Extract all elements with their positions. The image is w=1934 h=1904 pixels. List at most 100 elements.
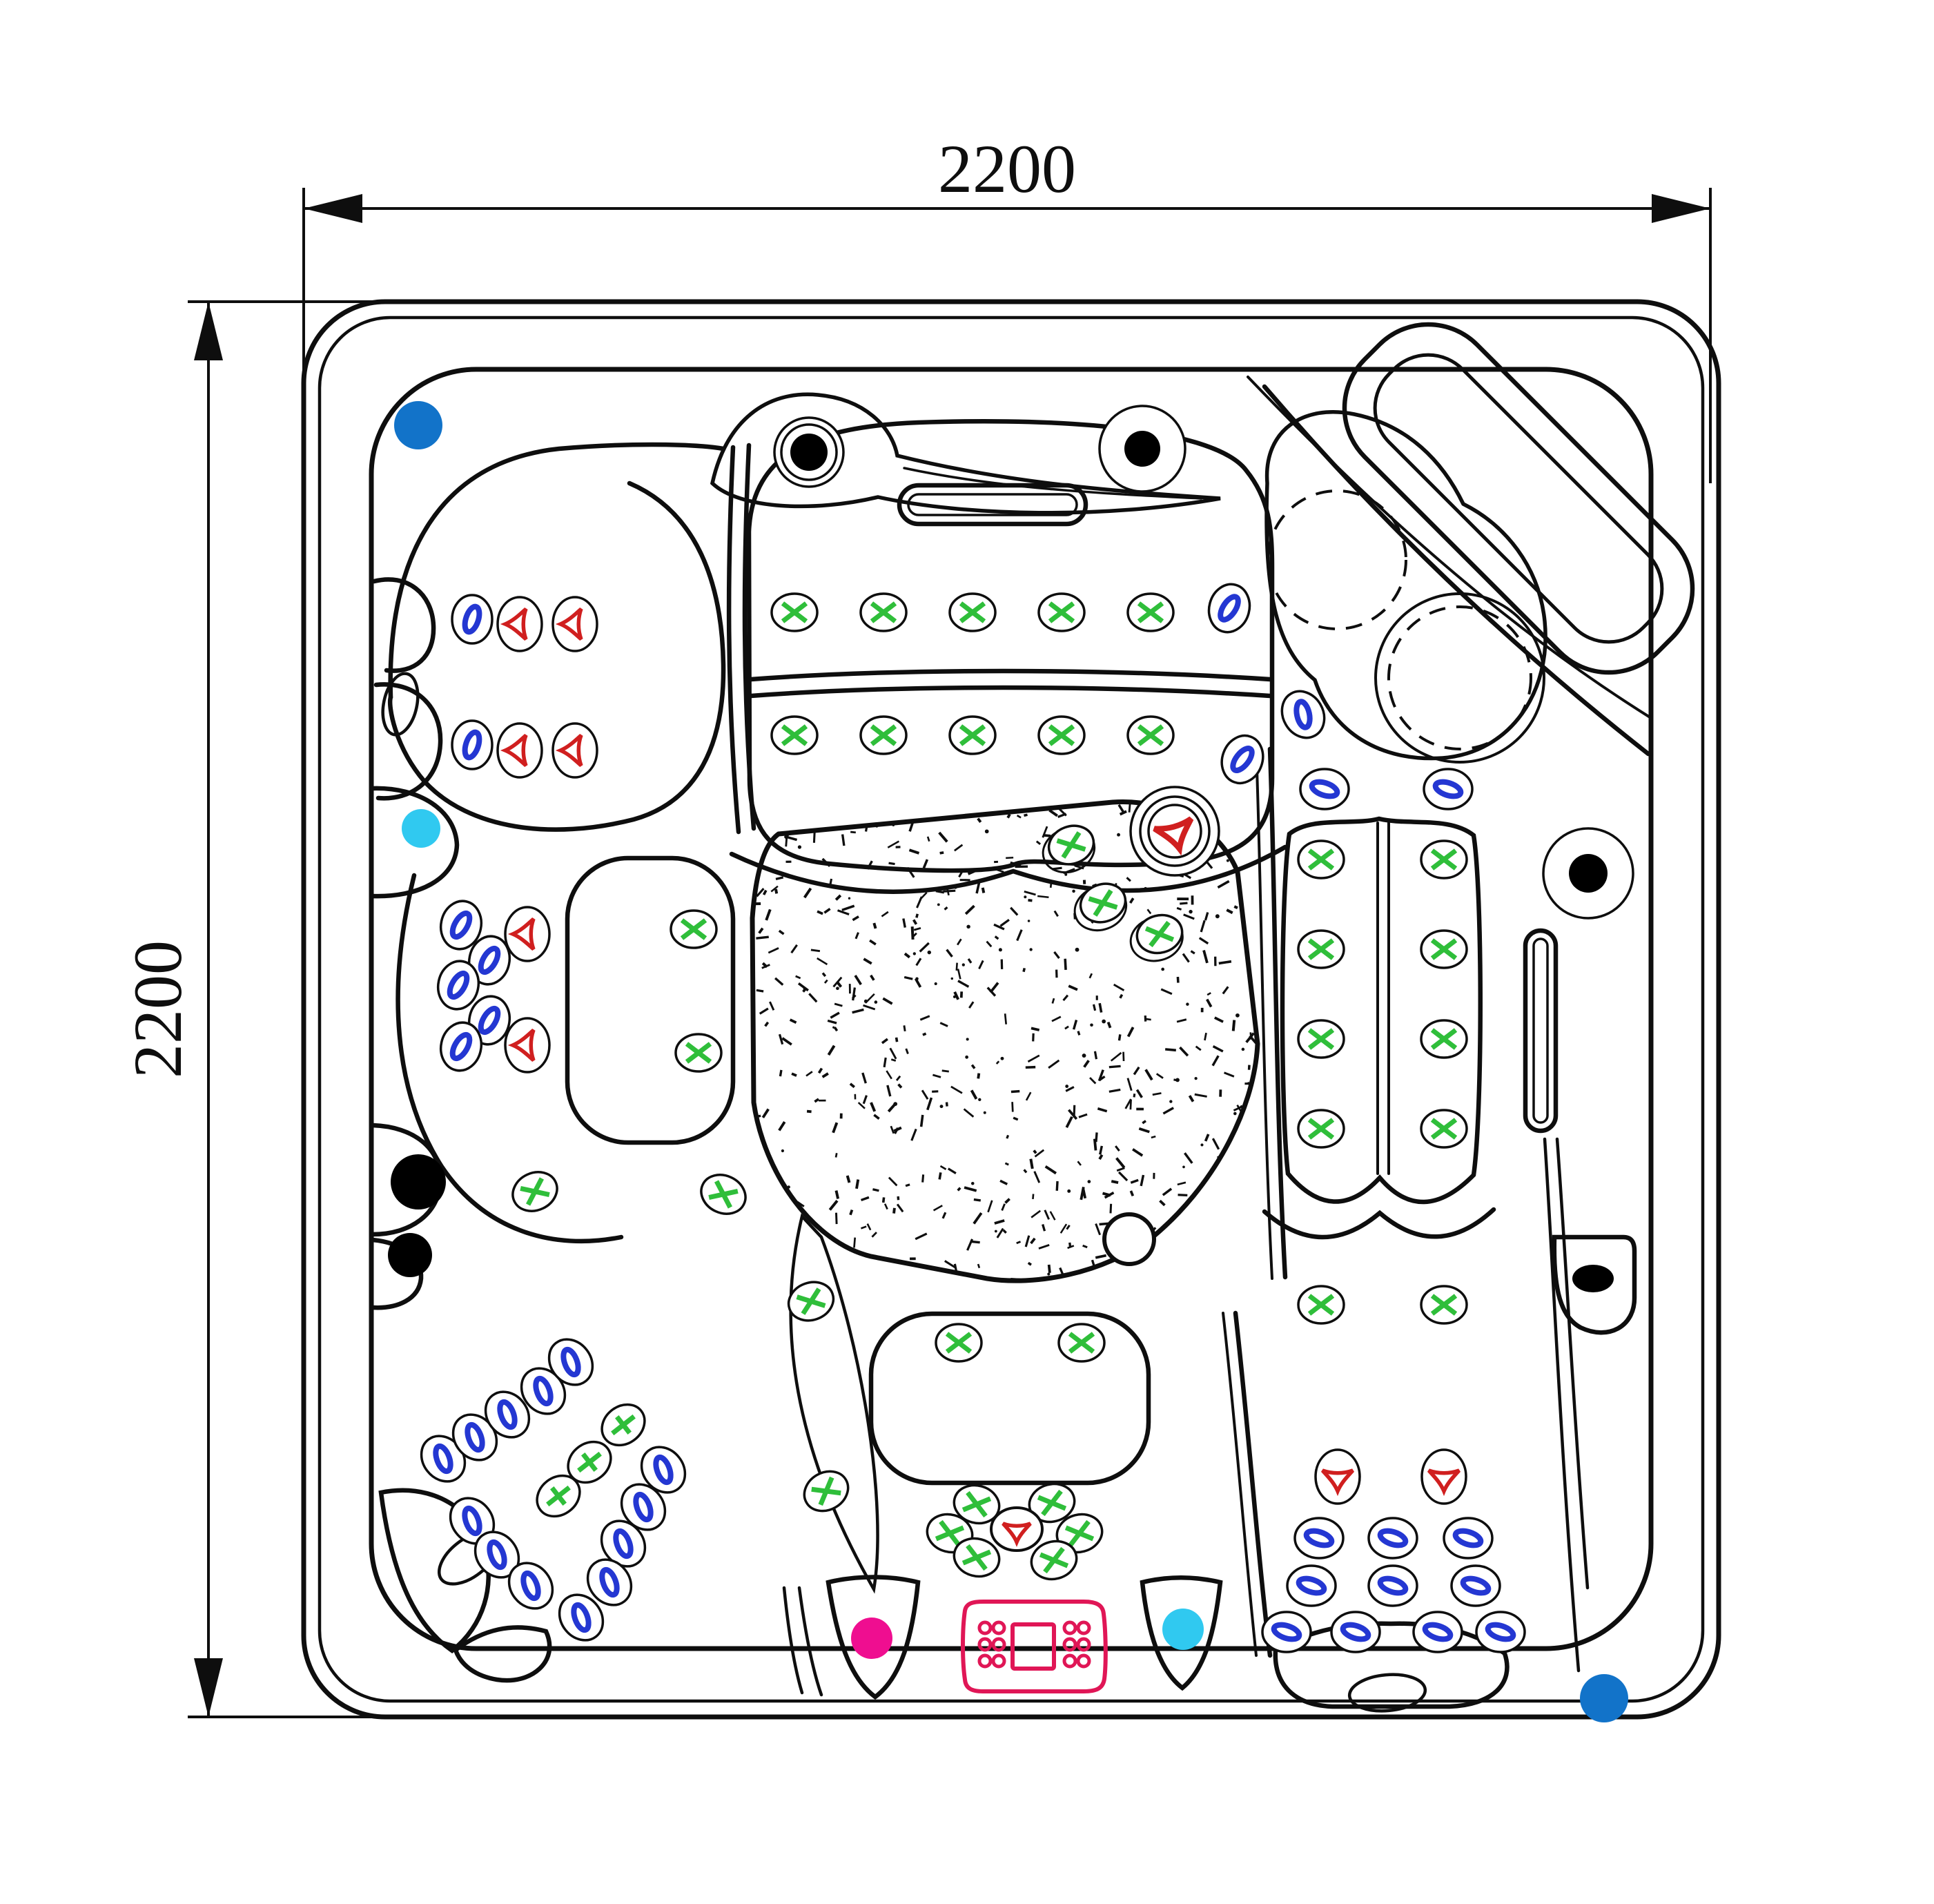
jet-massage-jet-green-cross (1420, 1285, 1468, 1325)
drain-circle (1102, 1212, 1156, 1266)
jet-water-jet-blue-slit (451, 594, 494, 645)
dim-arrow-left (304, 194, 362, 223)
jet-water-jet-blue-slit (1330, 1611, 1381, 1653)
control-panel-button[interactable] (1062, 1620, 1077, 1635)
jet-massage-jet-green-cross (859, 715, 908, 755)
jet-massage-jet-green-cross (935, 1323, 983, 1363)
jet-water-jet-blue-slit (449, 1497, 496, 1545)
jet-massage-jet-green-cross (670, 909, 718, 949)
jet-massage-jet-green-cross (1057, 1323, 1106, 1363)
fitting-black-left-upper (391, 1154, 446, 1210)
jet-water-jet-blue-slit (1207, 583, 1251, 634)
jet-water-jet-blue-slit (1475, 1611, 1526, 1653)
jet-massage-jet-green-cross (1030, 1539, 1078, 1581)
seat-contours (370, 322, 1695, 1713)
control-panel-buttons[interactable] (977, 1620, 1091, 1669)
jet-water-jet-blue-slit (547, 1338, 594, 1386)
jet-water-jet-blue-slit (586, 1558, 633, 1606)
filter-lid-dashed-circle (1387, 605, 1532, 750)
pillar-extra-b (782, 1586, 804, 1695)
control-panel-button[interactable] (1076, 1620, 1091, 1635)
headrest-pillow-outer (1342, 322, 1695, 675)
lounger-divider-b (748, 685, 1273, 699)
jet-massage-jet-green-cross (1297, 1019, 1345, 1059)
filter-ring (1374, 592, 1545, 764)
jet-water-jet-blue-slit (1367, 1517, 1418, 1560)
armrest-oval-topleft (381, 672, 420, 737)
seat-bottomcenter-pocket (868, 1311, 1151, 1486)
filter-lid-dashed-circle (1267, 489, 1407, 630)
jet-massage-jet-green-cross (1297, 929, 1345, 969)
jet-water-jet-blue-slit (1443, 1517, 1494, 1560)
jet-massage-jet-green-cross (1126, 715, 1175, 755)
control-panel-button[interactable] (991, 1653, 1006, 1669)
armrest-bottomleft-pad (453, 1625, 552, 1683)
dimension-height-label: 2200 (119, 940, 196, 1078)
shell-outer (301, 299, 1721, 1720)
jet-large-rotary-jet-concentric (1129, 786, 1220, 877)
jet-water-jet-blue-slit (473, 1531, 520, 1579)
jet-water-jet-blue-slit (439, 1021, 483, 1072)
control-panel-button[interactable] (977, 1637, 993, 1652)
led-light-blue-bottom-right (1580, 1674, 1628, 1722)
led-light-cyan-left (402, 809, 440, 848)
jet-water-jet-blue-slit (1423, 768, 1474, 810)
control-panel-button[interactable] (977, 1620, 993, 1635)
jet-massage-jet-green-cross (770, 592, 819, 632)
jet-massage-jet-green-cross (1037, 592, 1086, 632)
jet-massage-jet-green-cross (1420, 1019, 1468, 1059)
grab-handle-right-inner (1532, 938, 1549, 1124)
jet-water-jet-blue-slit (558, 1593, 605, 1642)
dimension-width-label: 2200 (938, 130, 1076, 207)
jet-water-jet-blue-slit (1299, 768, 1350, 810)
grab-handle-top-inner (907, 493, 1078, 516)
pillar-right (1140, 1575, 1223, 1691)
divider-bottomright-b (1222, 1312, 1258, 1657)
right-fitting-bracket (1552, 1234, 1637, 1335)
jet-rotary-jet-red-triangle-round (990, 1506, 1044, 1552)
jet-massage-jet-green-cross (674, 1033, 723, 1073)
grab-handle-top-outer (897, 483, 1088, 527)
jet-massage-jet-green-cross (1297, 1285, 1345, 1325)
control-panel-button[interactable] (1076, 1637, 1091, 1652)
jet-water-jet-blue-slit (507, 1562, 554, 1610)
jet-water-jet-blue-slit (1286, 1564, 1337, 1607)
control-panel-button[interactable] (977, 1653, 993, 1669)
control-panel-screen[interactable] (1010, 1622, 1056, 1671)
jet-water-jet-blue-slit (1220, 734, 1264, 785)
jet-massage-jet-green-cross (1126, 592, 1175, 632)
jet-massage-jet-green-cross (787, 1281, 835, 1322)
speaker (773, 416, 845, 488)
jet-water-jet-blue-slit (451, 1413, 498, 1461)
control-panel-outline (961, 1600, 1108, 1693)
jet-water-jet-blue-slit (467, 995, 511, 1046)
jet-massage-jet-green-cross (1073, 882, 1128, 932)
right-swoosh-a (1543, 1137, 1581, 1673)
deck-edge-b (1247, 376, 1652, 719)
jet-water-jet-blue-slit (436, 960, 480, 1011)
jet-massage-jet-green-cross (948, 715, 997, 755)
control-panel[interactable] (961, 1600, 1108, 1693)
jet-massage-jet-green-plus (536, 1474, 581, 1518)
control-panel-button[interactable] (991, 1620, 1006, 1635)
jet-massage-jet-green-cross (1028, 1482, 1076, 1524)
pillar-left (826, 1575, 921, 1700)
jet-massage-jet-green-cross (953, 1484, 1001, 1525)
filter-housing (1264, 409, 1547, 761)
dimension-left (188, 300, 449, 1718)
footwell-drain (1102, 1212, 1156, 1266)
jet-massage-jet-green-cross (1420, 1109, 1468, 1149)
jet-massage-jet-green-cross (1129, 913, 1184, 962)
jet-massage-jet-green-cross (803, 1470, 850, 1513)
control-panel-button[interactable] (1062, 1653, 1077, 1669)
jet-rotary-jet-red-triangle (1420, 1448, 1467, 1505)
armrest-bottomleft (378, 1488, 491, 1654)
control-panel-button[interactable] (1062, 1637, 1077, 1652)
control-panel-button[interactable] (991, 1637, 1006, 1652)
control-panel-button[interactable] (1076, 1653, 1091, 1669)
divider-left-a (726, 445, 741, 835)
jet-rotary-jet-red-triangle (1314, 1448, 1361, 1505)
jet-massage-jet-green-cross (948, 592, 997, 632)
jet-rotary-jet-red-triangle (551, 596, 598, 652)
divider-right-a (1267, 746, 1288, 1280)
